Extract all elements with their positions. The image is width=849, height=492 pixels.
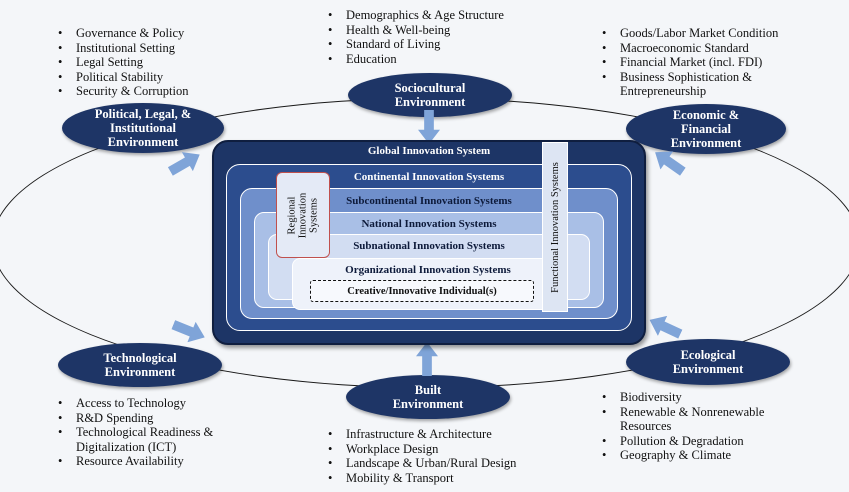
subcontinental-system-label: Subcontinental Innovation Systems <box>346 195 512 207</box>
global-system-label: Global Innovation System <box>367 145 491 157</box>
economic-environment-oval: Economic & Financial Environment <box>626 104 786 154</box>
regional-system-label: Regional Innovation Systems <box>286 192 320 238</box>
list-item: Goods/Labor Market Condition <box>602 26 778 41</box>
political-environment-label: Political, Legal, & Institutional Enviro… <box>94 107 192 149</box>
list-item: Biodiversity <box>602 390 764 405</box>
regional-innovation-systems: Regional Innovation Systems <box>276 172 330 258</box>
list-item: Renewable & Nonrenewable <box>602 405 764 420</box>
list-item: Technological Readiness & <box>58 425 213 440</box>
economic-environment-label: Economic & Financial Environment <box>670 108 742 150</box>
creative-individuals-box: Creative/Innovative Individual(s) <box>310 280 534 302</box>
continental-system-label: Continental Innovation Systems <box>353 171 505 183</box>
list-item-continuation: Digitalization (ICT) <box>76 439 177 454</box>
list-item: Financial Market (incl. FDI) <box>602 55 778 70</box>
list-item: Governance & Policy <box>58 26 189 41</box>
ecological-factors-list: Biodiversity Renewable & Nonrenewable Re… <box>602 390 764 463</box>
list-item-continuation: Entrepreneurship <box>620 84 707 99</box>
list-item-continued: Entrepreneurship <box>602 84 778 99</box>
list-item: Demographics & Age Structure <box>328 8 504 23</box>
list-item: Landscape & Urban/Rural Design <box>328 456 516 471</box>
list-item: Pollution & Degradation <box>602 434 764 449</box>
list-item: Business Sophistication & <box>602 70 778 85</box>
organizational-system-label: Organizational Innovation Systems <box>345 264 511 276</box>
list-item: Education <box>328 52 504 67</box>
economic-factors-list: Goods/Labor Market Condition Macroeconom… <box>602 26 778 99</box>
list-item: Legal Setting <box>58 55 189 70</box>
list-item: Health & Well-being <box>328 23 504 38</box>
ecological-environment-oval: Ecological Environment <box>626 339 790 385</box>
list-item-continuation: Resources <box>620 419 672 434</box>
list-item: Geography & Climate <box>602 448 764 463</box>
list-item: Resource Availability <box>58 454 213 469</box>
ecological-environment-label: Ecological Environment <box>672 348 744 376</box>
list-item: Mobility & Transport <box>328 471 516 486</box>
technological-environment-label: Technological Environment <box>103 351 177 379</box>
list-item: Infrastructure & Architecture <box>328 427 516 442</box>
arrow-down-icon <box>418 110 440 144</box>
list-item-continued: Digitalization (ICT) <box>58 440 213 455</box>
technological-factors-list: Access to Technology R&D Spending Techno… <box>58 396 213 469</box>
political-environment-oval: Political, Legal, & Institutional Enviro… <box>62 103 224 153</box>
arrow-up-icon <box>416 342 438 376</box>
built-environment-label: Built Environment <box>392 383 464 411</box>
list-item: Security & Corruption <box>58 84 189 99</box>
subnational-system-label: Subnational Innovation Systems <box>353 240 505 252</box>
list-item: Political Stability <box>58 70 189 85</box>
built-environment-oval: Built Environment <box>346 375 510 419</box>
national-system-label: National Innovation Systems <box>361 218 497 230</box>
list-item: Institutional Setting <box>58 41 189 56</box>
creative-individuals-label: Creative/Innovative Individual(s) <box>347 285 497 297</box>
list-item-continued: Resources <box>602 419 764 434</box>
built-factors-list: Infrastructure & Architecture Workplace … <box>328 427 516 485</box>
sociocultural-factors-list: Demographics & Age Structure Health & We… <box>328 8 504 66</box>
list-item: Workplace Design <box>328 442 516 457</box>
sociocultural-environment-label: Sociocultural Environment <box>394 81 466 109</box>
functional-system-label: Functional Innovation Systems <box>549 161 561 293</box>
list-item: Macroeconomic Standard <box>602 41 778 56</box>
functional-innovation-systems: Functional Innovation Systems <box>542 142 568 312</box>
list-item: Access to Technology <box>58 396 213 411</box>
list-item: R&D Spending <box>58 411 213 426</box>
political-factors-list: Governance & Policy Institutional Settin… <box>58 26 189 99</box>
list-item: Standard of Living <box>328 37 504 52</box>
technological-environment-oval: Technological Environment <box>58 343 222 387</box>
sociocultural-environment-oval: Sociocultural Environment <box>348 73 512 117</box>
